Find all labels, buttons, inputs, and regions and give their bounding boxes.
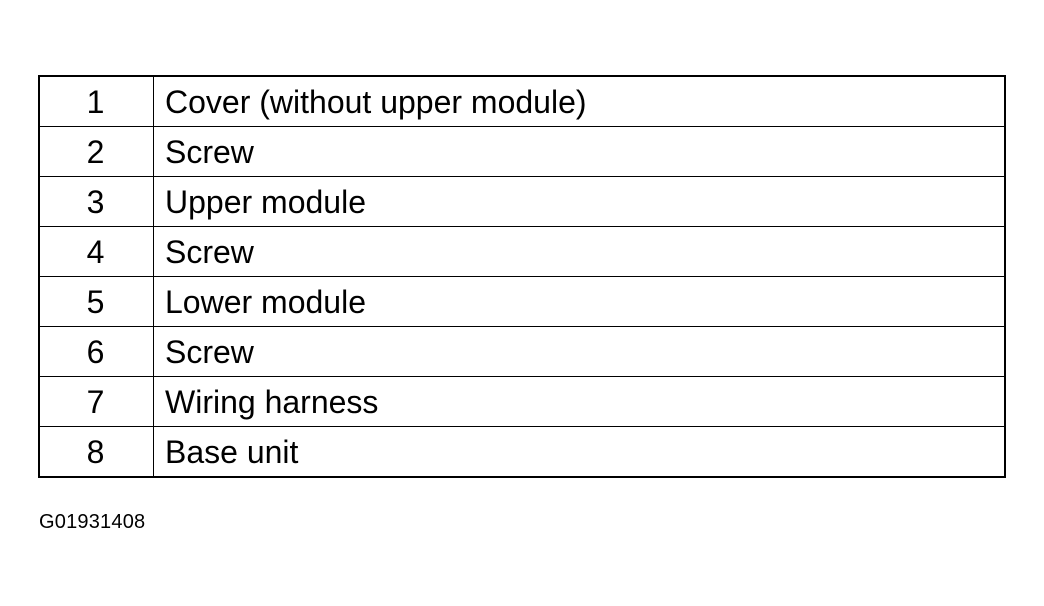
part-number: 6 — [38, 326, 154, 377]
figure-id: G01931408 — [39, 511, 146, 533]
table-row: 5 Lower module — [38, 276, 1006, 327]
table-row: 8 Base unit — [38, 426, 1006, 478]
part-description: Cover (without upper module) — [153, 75, 1006, 127]
table-row: 2 Screw — [38, 126, 1006, 177]
part-description: Screw — [153, 326, 1006, 377]
part-description: Wiring harness — [153, 376, 1006, 427]
parts-legend-table: 1 Cover (without upper module) 2 Screw 3… — [38, 75, 1006, 478]
part-number: 5 — [38, 276, 154, 327]
part-description: Screw — [153, 126, 1006, 177]
part-number: 8 — [38, 426, 154, 478]
part-number: 4 — [38, 226, 154, 277]
table-row: 6 Screw — [38, 326, 1006, 377]
part-number: 7 — [38, 376, 154, 427]
part-description: Upper module — [153, 176, 1006, 227]
table-row: 7 Wiring harness — [38, 376, 1006, 427]
table-row: 4 Screw — [38, 226, 1006, 277]
part-description: Base unit — [153, 426, 1006, 478]
part-number: 1 — [38, 75, 154, 127]
table-row: 3 Upper module — [38, 176, 1006, 227]
part-number: 2 — [38, 126, 154, 177]
table-row: 1 Cover (without upper module) — [38, 75, 1006, 127]
part-description: Lower module — [153, 276, 1006, 327]
part-description: Screw — [153, 226, 1006, 277]
part-number: 3 — [38, 176, 154, 227]
